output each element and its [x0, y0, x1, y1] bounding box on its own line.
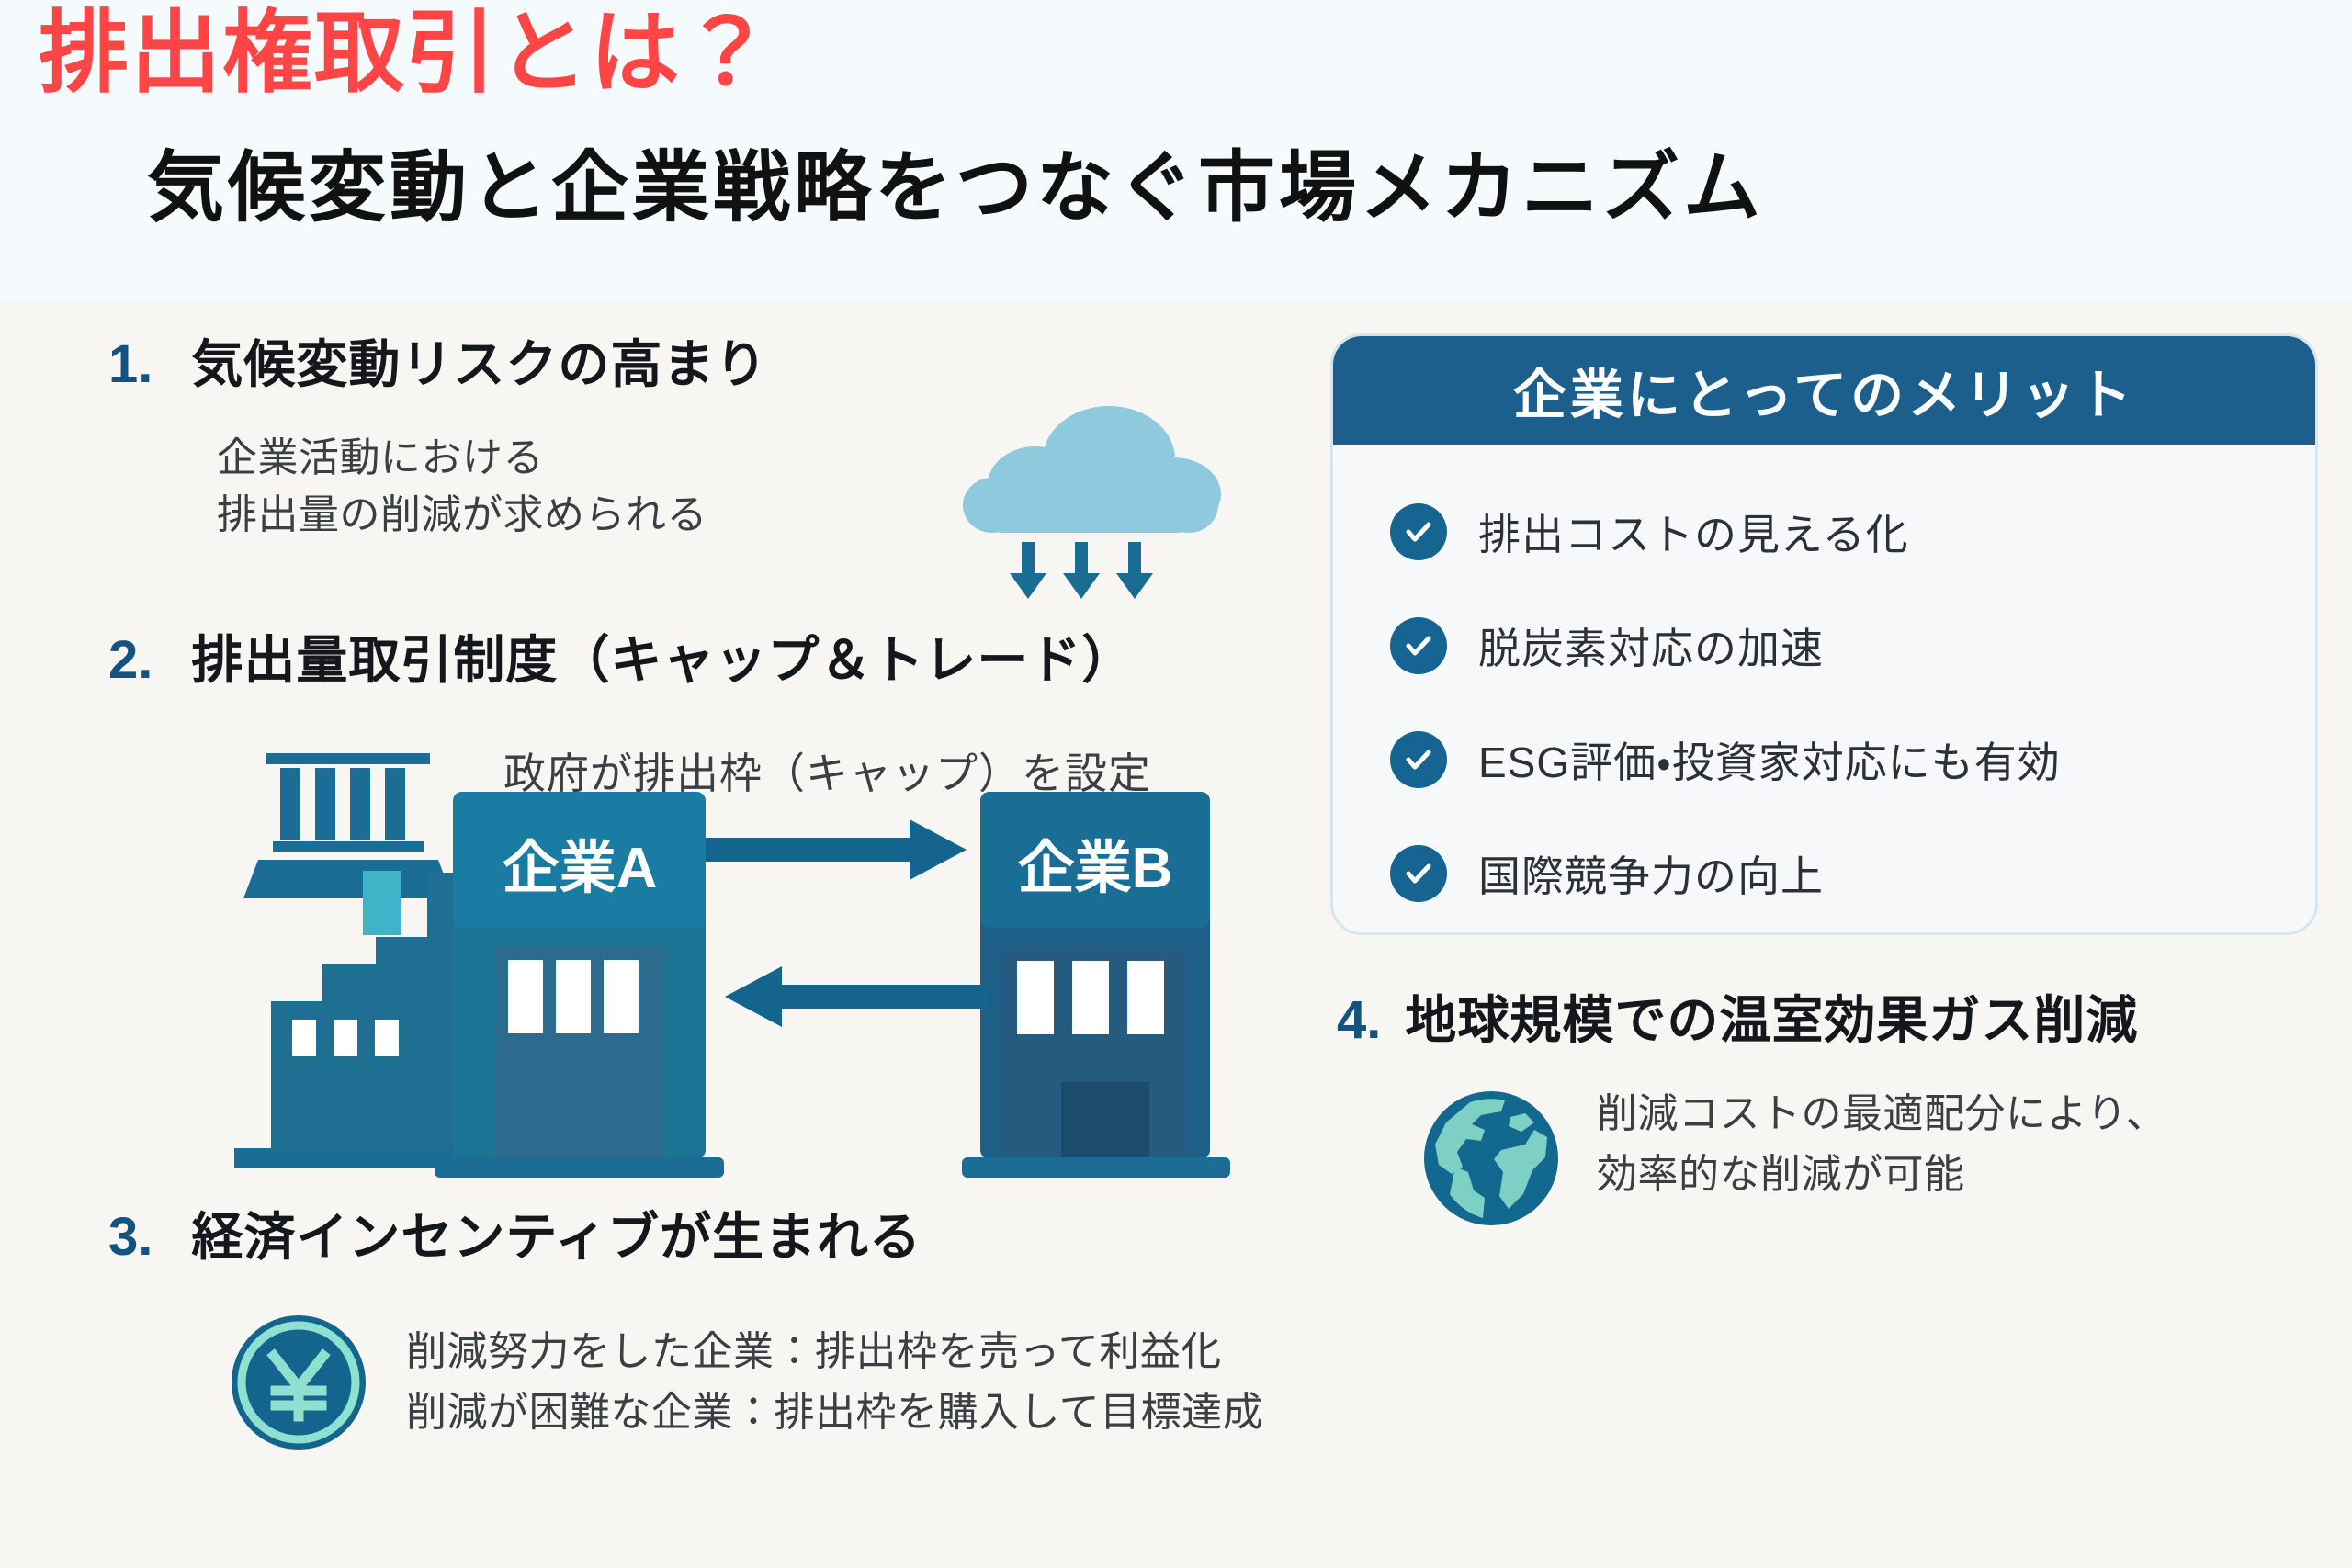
company-b-building: 企業B: [962, 792, 1230, 1178]
merit-panel-title: 企業にとってのメリット: [1512, 366, 2136, 425]
merit-item-label: 脱炭素対応の加速: [1478, 625, 1824, 672]
government-bank-icon: [243, 753, 453, 898]
section-2-title: 排出量取引制度（キャップ＆トレード）: [191, 631, 1135, 689]
section-4-text: 削減コストの最適配分により、 効率的な削減が可能: [1597, 1084, 2166, 1205]
merit-item-label: ESG評価・投資家対応にも有効: [1478, 739, 2061, 786]
company-b-label: 企業B: [1018, 837, 1173, 900]
merit-item-label: 国際競争力の向上: [1478, 852, 1824, 900]
section-4-number: 4.: [1337, 990, 1382, 1050]
section-3-heading: 3. 経済インセンティブが生まれる: [108, 1211, 922, 1264]
merit-item[interactable]: ESG評価・投資家対応にも有効: [1390, 729, 2315, 790]
header-band: 排出権取引とは？ 気候変動と企業戦略をつなぐ市場メカニズム: [0, 0, 2352, 303]
cap-and-trade-diagram: 企業A 企業B: [234, 753, 1263, 1203]
check-circle-icon: [1390, 503, 1447, 560]
merit-item[interactable]: 国際競争力の向上: [1390, 843, 2315, 904]
section-3-body-line2: 削減が困難な企業：排出枠を購入して目標達成: [406, 1390, 1264, 1435]
arrow-right-icon: [706, 819, 967, 880]
company-a-building: 企業A: [435, 792, 724, 1178]
rain-cloud-icon: [948, 402, 1233, 614]
yen-coin-icon: [230, 1314, 368, 1451]
section-2-heading: 2. 排出量取引制度（キャップ＆トレード）: [108, 634, 1134, 687]
section-1: 1. 気候変動リスクの高まり 企業活動における 排出量の削減が求められる: [108, 338, 767, 545]
section-1-heading: 1. 気候変動リスクの高まり: [108, 338, 767, 391]
merit-panel: 企業にとってのメリット 排出コストの見える化 脱炭素対応の加速 ESG評価・投資…: [1330, 333, 2318, 935]
cap-setting-label: 政府が排出枠（キャップ）を設定: [503, 750, 1151, 797]
section-3-body-line1: 削減努力をした企業：排出枠を売って利益化: [406, 1329, 1222, 1374]
merit-panel-header: 企業にとってのメリット: [1333, 336, 2315, 445]
section-4-heading: 4. 地球規模での温室効果ガス削減: [1337, 994, 2138, 1047]
globe-icon: [1422, 1089, 1560, 1227]
section-1-body: 企業活動における 排出量の削減が求められる: [217, 430, 767, 545]
page-subtitle: 気候変動と企業戦略をつなぐ市場メカニズム: [147, 144, 1765, 231]
section-4: 4. 地球規模での温室効果ガス削減: [1337, 994, 2138, 1047]
section-3-body: 削減努力をした企業：排出枠を売って利益化 削減が困難な企業：排出枠を購入して目標…: [230, 1314, 1263, 1451]
check-circle-icon: [1390, 617, 1447, 674]
section-4-title: 地球規模での温室効果ガス削減: [1405, 991, 2139, 1049]
section-2: 2. 排出量取引制度（キャップ＆トレード）: [108, 634, 1134, 687]
section-1-body-line2: 排出量の削減が求められる: [217, 492, 707, 538]
page-title: 排出権取引とは？: [39, 2, 775, 103]
section-1-number: 1.: [108, 334, 153, 394]
section-4-body-line1: 削減コストの最適配分により、: [1597, 1091, 2167, 1136]
check-circle-icon: [1390, 731, 1447, 788]
section-4-body: 削減コストの最適配分により、 効率的な削減が可能: [1422, 1084, 2166, 1227]
section-1-title: 気候変動リスクの高まり: [191, 335, 768, 393]
merit-list: 排出コストの見える化 脱炭素対応の加速 ESG評価・投資家対応にも有効 国際競争…: [1333, 445, 2315, 904]
section-1-body-line1: 企業活動における: [217, 435, 544, 480]
section-4-body-line2: 効率的な削減が可能: [1597, 1152, 1965, 1197]
merit-item[interactable]: 排出コストの見える化: [1390, 502, 2315, 562]
merit-item[interactable]: 脱炭素対応の加速: [1390, 615, 2315, 676]
arrow-left-icon: [725, 966, 988, 1027]
section-3-title: 経済インセンティブが生まれる: [191, 1208, 922, 1266]
section-3: 3. 経済インセンティブが生まれる: [108, 1211, 922, 1264]
section-2-number: 2.: [108, 630, 153, 690]
merit-item-label: 排出コストの見える化: [1478, 511, 1909, 558]
check-circle-icon: [1390, 845, 1447, 902]
company-a-label: 企業A: [503, 837, 658, 900]
factory-icon: [234, 871, 501, 1168]
section-3-text: 削減努力をした企業：排出枠を売って利益化 削減が困難な企業：排出枠を購入して目標…: [406, 1322, 1263, 1443]
section-3-number: 3.: [108, 1207, 153, 1267]
